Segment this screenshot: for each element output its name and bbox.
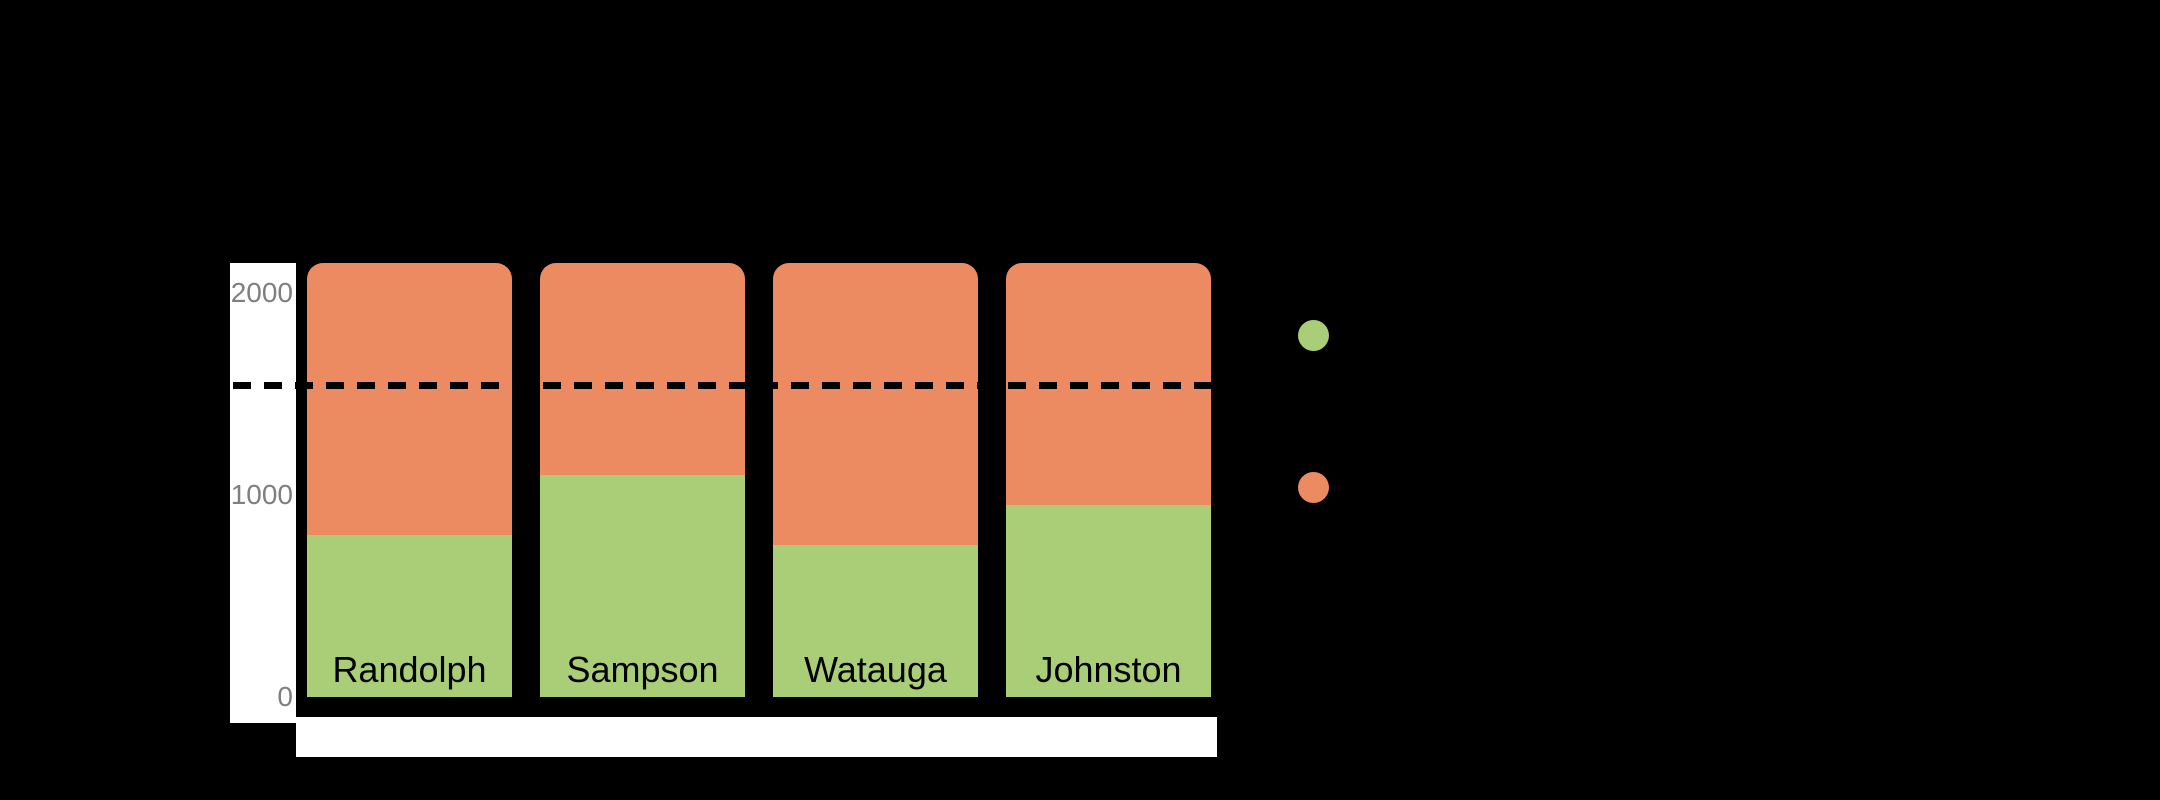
- reference-dashed-line: [233, 382, 1212, 390]
- bar-johnston: Johnston: [1006, 262, 1211, 697]
- bar-category-label: Johnston: [1035, 648, 1182, 690]
- bar-segment-orange: [540, 262, 745, 475]
- x-axis-strip: [296, 717, 1217, 757]
- bar-segment-green: [540, 474, 745, 697]
- legend-swatch-green: [1298, 320, 1329, 351]
- bar-category-label: Randolph: [332, 648, 487, 690]
- bar-category-label: Sampson: [566, 648, 719, 690]
- bar-category-label: Watauga: [804, 648, 947, 690]
- legend-swatch-orange: [1298, 472, 1329, 503]
- bar-randolph: Randolph: [307, 262, 512, 697]
- y-tick-label: 0: [277, 681, 293, 712]
- bar-segment-green: [773, 545, 978, 697]
- bar-segment-green: [1006, 505, 1211, 697]
- bar-segment-orange: [307, 262, 512, 536]
- y-tick-label: 1000: [230, 479, 293, 510]
- bar-segment-green: [307, 535, 512, 697]
- y-axis-strip: [230, 263, 296, 723]
- bar-segment-orange: [773, 262, 978, 546]
- bar-watauga: Watauga: [773, 262, 978, 697]
- y-tick-label: 2000: [230, 277, 293, 308]
- bar-sampson: Sampson: [540, 262, 745, 697]
